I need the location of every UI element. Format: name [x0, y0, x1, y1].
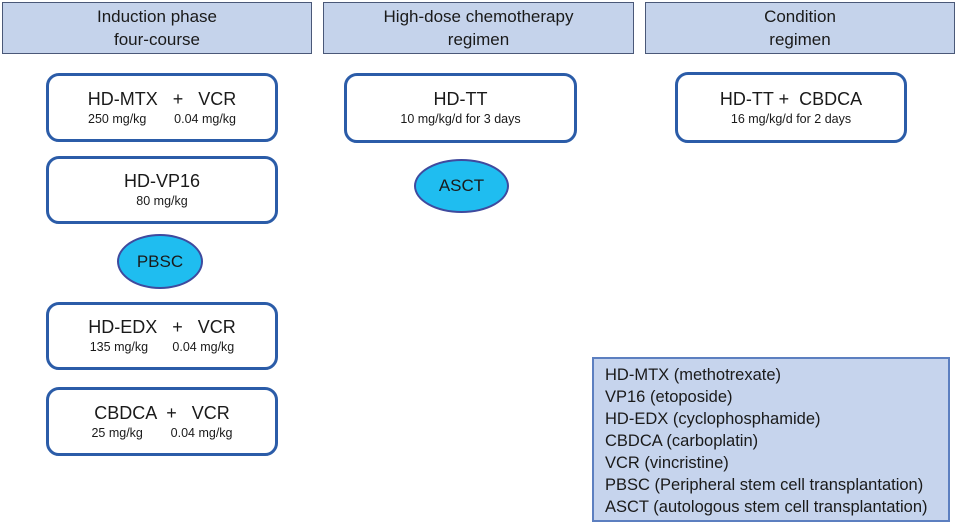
legend-item: VCR (vincristine) — [605, 454, 729, 472]
legend-item: PBSC (Peripheral stem cell transplantati… — [605, 476, 924, 494]
node-title: CBDCA + VCR — [94, 402, 230, 423]
header-line-1: Condition — [764, 7, 836, 26]
node-hd-vp16: HD-VP16 80 mg/kg — [46, 156, 278, 224]
legend-item: HD-EDX (cyclophosphamide) — [605, 410, 821, 428]
node-title: HD-TT + CBDCA — [719, 88, 863, 109]
node-title: HD-VP16 — [123, 171, 201, 191]
ellipse-asct: ASCT — [414, 159, 509, 213]
legend-item: HD-MTX (methotrexate) — [605, 366, 782, 384]
node-dose: 10 mg/kg/d for 3 days — [400, 112, 521, 126]
header-line-1: Induction phase — [96, 7, 218, 26]
node-dose: 250 mg/kg 0.04 mg/kg — [88, 111, 236, 126]
node-dose: 135 mg/kg 0.04 mg/kg — [89, 340, 235, 354]
legend-item: CBDCA (carboplatin) — [605, 432, 759, 450]
legend-item: VP16 (etoposide) — [605, 388, 733, 406]
header-high-dose-chemotherapy: High-dose chemotherapy regimen — [323, 2, 634, 54]
node-title: HD-TT — [433, 89, 488, 109]
node-dose: 16 mg/kg/d for 2 days — [730, 111, 852, 126]
node-title: HD-EDX + VCR — [88, 317, 236, 337]
header-line-2: four-course — [114, 30, 200, 49]
header-line-1: High-dose chemotherapy — [383, 7, 574, 26]
node-dose: 25 mg/kg 0.04 mg/kg — [91, 425, 233, 440]
header-condition-regimen: Condition regimen — [645, 2, 955, 54]
header-line-2: regimen — [769, 30, 831, 49]
node-hd-mtx-vcr: HD-MTX + VCR 250 mg/kg 0.04 mg/kg — [46, 73, 278, 142]
node-cbdca-vcr: CBDCA + VCR 25 mg/kg 0.04 mg/kg — [46, 387, 278, 456]
node-hd-edx-vcr: HD-EDX + VCR 135 mg/kg 0.04 mg/kg — [46, 302, 278, 370]
node-title: HD-MTX + VCR — [87, 88, 237, 109]
node-dose: 80 mg/kg — [136, 194, 188, 208]
ellipse-label: PBSC — [136, 251, 184, 271]
header-induction-phase: Induction phase four-course — [2, 2, 312, 54]
legend-item: ASCT (autologous stem cell transplantati… — [605, 498, 928, 516]
node-hd-tt-cbdca: HD-TT + CBDCA 16 mg/kg/d for 2 days — [675, 72, 907, 143]
node-hd-tt: HD-TT 10 mg/kg/d for 3 days — [344, 73, 577, 143]
header-line-2: regimen — [447, 30, 510, 49]
legend-box: HD-MTX (methotrexate) VP16 (etoposide) H… — [592, 357, 950, 522]
ellipse-pbsc: PBSC — [117, 234, 203, 289]
ellipse-label: ASCT — [438, 176, 485, 195]
